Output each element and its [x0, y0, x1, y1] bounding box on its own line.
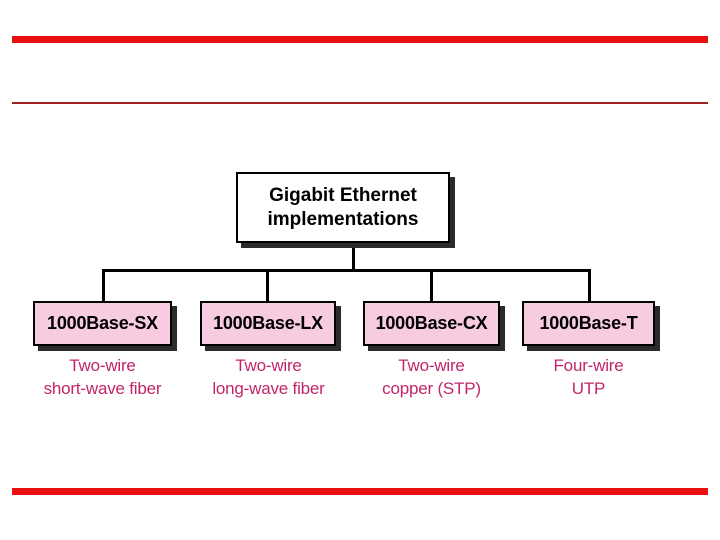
root-node-title-line-1: Gigabit Ethernet — [269, 185, 417, 207]
top-thick-divider — [12, 36, 708, 43]
leaf-caption-line-1: Two-wire — [69, 356, 136, 375]
connector-horizontal-bus — [102, 269, 591, 272]
leaf-caption-1000base-lx: Two-wire long-wave fiber — [172, 355, 365, 400]
leaf-caption-line-2: short-wave fiber — [43, 378, 162, 398]
leaf-caption-line-2: UTP — [571, 378, 606, 398]
leaf-node-1000base-t: 1000Base-T — [522, 301, 655, 346]
root-node-gigabit-ethernet-implementations: Gigabit Ethernet implementations — [236, 172, 450, 243]
leaf-caption-line-1: Four-wire — [553, 356, 624, 375]
connector-root-stem — [352, 243, 355, 271]
leaf-caption-1000base-sx: Two-wire short-wave fiber — [6, 355, 199, 400]
leaf-caption-line-1: Two-wire — [235, 356, 302, 375]
root-node-title-line-2: implementations — [267, 208, 419, 230]
leaf-node-1000base-lx: 1000Base-LX — [200, 301, 336, 346]
leaf-node-1000base-sx: 1000Base-SX — [33, 301, 172, 346]
leaf-caption-line-2: long-wave fiber — [212, 378, 325, 398]
leaf-node-label: 1000Base-SX — [47, 313, 158, 333]
leaf-caption-line-1: Two-wire — [398, 356, 465, 375]
leaf-node-label: 1000Base-CX — [375, 313, 488, 333]
bottom-thick-divider — [12, 488, 708, 495]
leaf-node-label: 1000Base-LX — [213, 313, 323, 333]
leaf-node-1000base-cx: 1000Base-CX — [363, 301, 500, 346]
leaf-caption-1000base-t: Four-wire UTP — [492, 355, 685, 400]
top-thin-divider — [12, 102, 708, 104]
connector-drop-3 — [430, 271, 433, 302]
connector-drop-1 — [102, 271, 105, 302]
connector-drop-2 — [266, 271, 269, 302]
leaf-caption-1000base-cx: Two-wire copper (STP) — [335, 355, 528, 400]
leaf-caption-line-2: copper (STP) — [382, 378, 481, 398]
leaf-node-label: 1000Base-T — [539, 313, 638, 333]
connector-drop-4 — [588, 271, 591, 302]
